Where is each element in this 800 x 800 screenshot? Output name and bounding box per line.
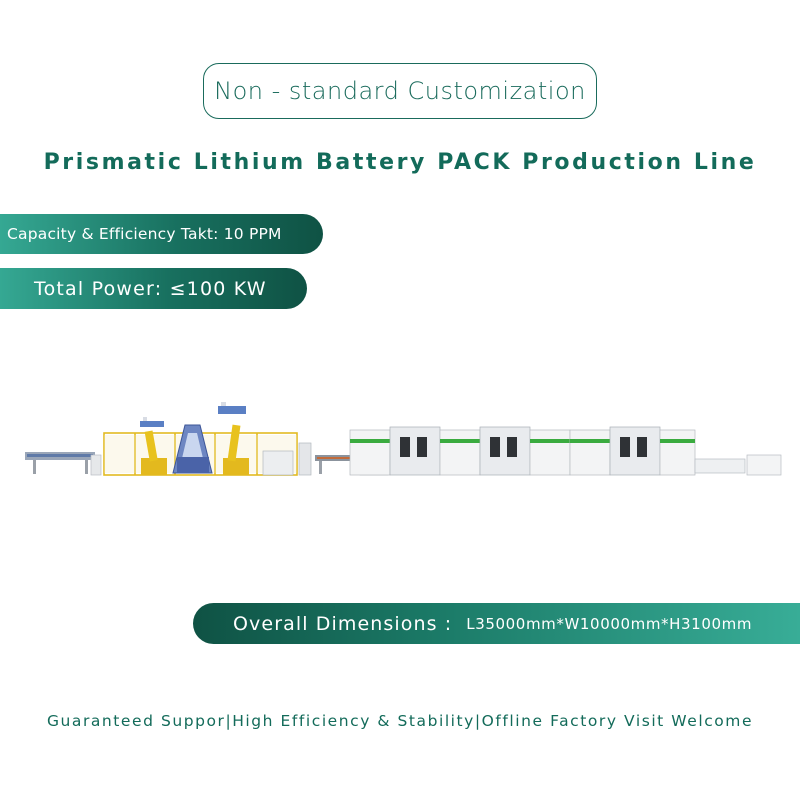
dimensions-pill: Overall Dimensions : L35000mm*W10000mm*H…: [193, 603, 800, 644]
cell-rack: [172, 424, 213, 474]
page-title: Prismatic Lithium Battery PACK Productio…: [43, 150, 757, 175]
machine-station-1: [349, 426, 481, 476]
customization-badge: Non - standard Customization: [203, 63, 597, 119]
dimensions-label: Overall Dimensions :: [233, 612, 453, 635]
feed-conveyor: [25, 452, 102, 476]
power-pill: Total Power: ≤100 KW: [0, 268, 307, 309]
capacity-pill: Capacity & Efficiency Takt: 10 PPM: [0, 214, 323, 254]
machine-station-3: [609, 426, 696, 476]
control-cabinets: [262, 442, 312, 476]
power-label: Total Power: ≤100 KW: [34, 277, 267, 300]
dimensions-value: L35000mm*W10000mm*H3100mm: [466, 614, 753, 633]
robot-arm-2: [218, 402, 249, 475]
footer-tagline: Guaranteed Suppor|High Efficiency & Stab…: [46, 712, 754, 730]
outfeed-conveyor: [694, 454, 782, 476]
capacity-label: Capacity & Efficiency Takt: 10 PPM: [7, 225, 282, 243]
machine-station-2: [479, 426, 611, 476]
production-line-illustration: [25, 395, 785, 480]
robot-arm-1: [140, 417, 167, 475]
customization-badge-label: Non - standard Customization: [214, 77, 586, 105]
